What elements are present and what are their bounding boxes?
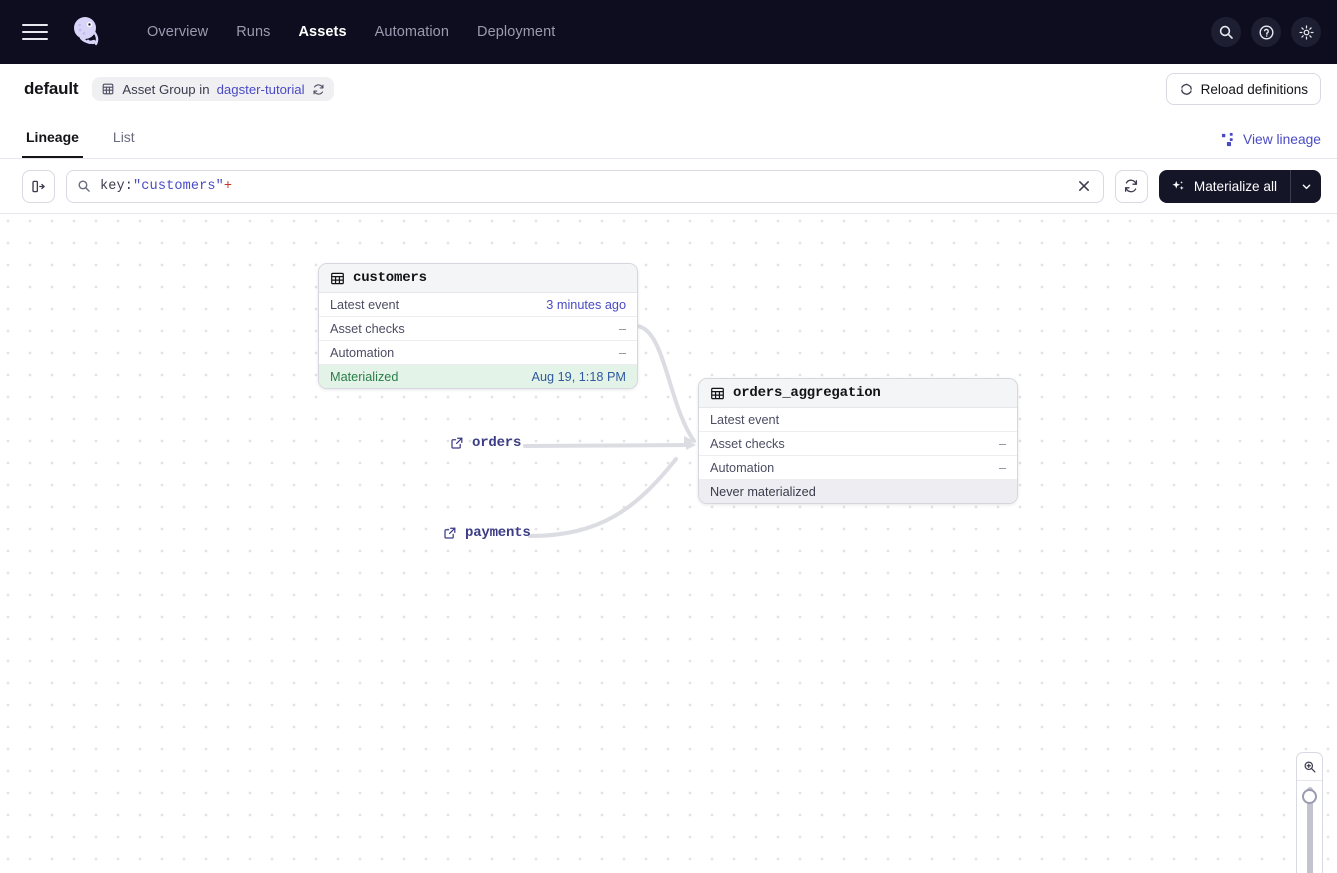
asset-node-customers[interactable]: customers Latest event 3 minutes ago Ass…	[318, 263, 638, 389]
nav-link-runs[interactable]: Runs	[236, 24, 271, 40]
materialize-all-label: Materialize all	[1193, 178, 1277, 194]
node-status-never-materialized[interactable]: Never materialized	[699, 480, 1017, 503]
asset-group-chip[interactable]: Asset Group in dagster-tutorial	[92, 77, 334, 101]
query-token-plus: +	[223, 178, 233, 194]
reload-icon	[1179, 82, 1194, 97]
query-token-key: key	[100, 178, 125, 194]
node-row-latest-event: Latest event 3 minutes ago	[319, 293, 637, 317]
view-lineage-button[interactable]: View lineage	[1221, 132, 1321, 147]
node-status-materialized[interactable]: Materialized Aug 19, 1:18 PM	[319, 365, 637, 388]
external-asset-label: payments	[465, 525, 531, 541]
page-header: default Asset Group in dagster-tutorial	[0, 64, 1337, 114]
node-title: orders_aggregation	[733, 385, 881, 401]
query-token-colon: :	[124, 178, 134, 194]
gear-icon[interactable]	[1291, 17, 1321, 47]
table-icon	[710, 386, 725, 401]
row-label: Automation	[710, 460, 775, 475]
materialize-all-button[interactable]: Materialize all	[1159, 170, 1290, 203]
asset-group-icon	[101, 82, 115, 96]
node-title: customers	[353, 270, 427, 286]
view-lineage-label: View lineage	[1243, 132, 1321, 147]
top-navigation-bar: Overview Runs Assets Automation Deployme…	[0, 0, 1337, 64]
node-row-automation: Automation –	[319, 341, 637, 365]
node-row-latest-event: Latest event	[699, 408, 1017, 432]
search-icon[interactable]	[1211, 17, 1241, 47]
node-header: orders_aggregation	[699, 379, 1017, 408]
external-asset-label: orders	[472, 435, 522, 451]
nav-link-automation[interactable]: Automation	[374, 24, 450, 40]
tab-lineage[interactable]: Lineage	[22, 129, 83, 158]
status-timestamp: Aug 19, 1:18 PM	[531, 369, 626, 384]
search-icon	[77, 179, 91, 193]
status-label: Never materialized	[710, 484, 816, 499]
table-icon	[330, 271, 345, 286]
nav-link-assets[interactable]: Assets	[298, 24, 347, 40]
help-icon[interactable]	[1251, 17, 1281, 47]
zoom-controls	[1296, 752, 1323, 873]
zoom-in-icon[interactable]	[1296, 753, 1323, 780]
nav-link-overview[interactable]: Overview	[147, 24, 209, 40]
graph-edges	[523, 324, 696, 538]
row-label: Automation	[330, 345, 395, 360]
row-value: –	[998, 436, 1006, 451]
node-row-automation: Automation –	[699, 456, 1017, 480]
status-label: Materialized	[330, 369, 399, 384]
nav-actions	[1211, 0, 1321, 64]
row-label: Asset checks	[710, 436, 785, 451]
row-label: Latest event	[330, 297, 400, 312]
query-token-string: "customers"	[133, 178, 224, 194]
graph-toolbar: key:"customers"+	[0, 159, 1337, 214]
reload-definitions-label: Reload definitions	[1200, 81, 1308, 97]
row-value: –	[618, 345, 626, 360]
sparkle-icon	[1171, 179, 1186, 194]
slider-track	[1306, 787, 1313, 873]
lineage-graph-canvas[interactable]: customers Latest event 3 minutes ago Ass…	[0, 219, 1337, 873]
row-value: –	[618, 321, 626, 336]
row-value: –	[998, 460, 1006, 475]
nav-link-deployment[interactable]: Deployment	[477, 24, 556, 40]
zoom-level-slider[interactable]	[1296, 781, 1323, 873]
hamburger-icon[interactable]	[22, 19, 48, 45]
materialize-all-button-group: Materialize all	[1158, 169, 1321, 203]
external-asset-payments[interactable]: payments	[443, 525, 531, 541]
external-link-icon	[443, 526, 457, 540]
asset-group-chip-prefix: Asset Group in	[122, 81, 210, 97]
chevron-down-icon[interactable]	[1291, 170, 1321, 203]
external-link-icon	[450, 436, 464, 450]
refresh-graph-button[interactable]	[1114, 169, 1148, 203]
reload-definitions-button[interactable]: Reload definitions	[1165, 73, 1321, 105]
refresh-icon[interactable]	[312, 83, 325, 96]
dagster-logo[interactable]	[67, 12, 107, 52]
external-asset-orders[interactable]: orders	[450, 435, 521, 451]
row-label: Latest event	[710, 412, 780, 427]
node-row-asset-checks: Asset checks –	[699, 432, 1017, 456]
page-title: default	[24, 79, 79, 98]
node-header: customers	[319, 264, 637, 293]
divider	[1290, 169, 1291, 203]
slider-handle[interactable]	[1302, 789, 1317, 804]
divider	[1297, 780, 1322, 781]
search-input[interactable]: key:"customers"+	[66, 169, 1104, 203]
asset-group-chip-link[interactable]: dagster-tutorial	[216, 81, 305, 97]
search-query-text: key:"customers"+	[100, 179, 232, 194]
lineage-icon	[1221, 132, 1236, 147]
zoom-slider-box	[1296, 752, 1323, 873]
tabs-row: Lineage List View lineage	[0, 114, 1337, 159]
row-value[interactable]: 3 minutes ago	[546, 297, 626, 312]
node-row-asset-checks: Asset checks –	[319, 317, 637, 341]
expand-panel-icon[interactable]	[22, 169, 55, 203]
row-label: Asset checks	[330, 321, 405, 336]
asset-node-orders-aggregation[interactable]: orders_aggregation Latest event Asset ch…	[698, 378, 1018, 504]
tab-list[interactable]: List	[112, 129, 135, 145]
close-icon[interactable]	[1075, 177, 1093, 195]
nav-links: Overview Runs Assets Automation Deployme…	[147, 24, 555, 40]
